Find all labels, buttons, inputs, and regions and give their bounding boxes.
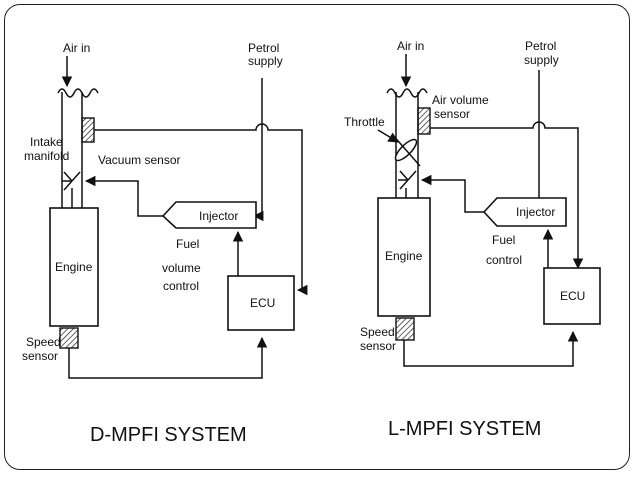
petrol-label-1: Petrol	[248, 41, 279, 55]
intake-label-1: Intake	[30, 135, 63, 149]
engine-label: Engine	[55, 260, 93, 274]
ecu-label: ECU	[250, 296, 275, 310]
l-mpfi-caption: L-MPFI SYSTEM	[388, 418, 542, 440]
air-volume-label-2: sensor	[434, 107, 470, 121]
injector-spray-right	[398, 170, 417, 190]
speed-sensor-element-right	[395, 317, 415, 341]
throttle-pointer	[377, 129, 399, 143]
fuel-label-2-right: control	[486, 253, 522, 267]
air-in-label-right: Air in	[397, 39, 424, 53]
injector-label: Injector	[199, 209, 238, 223]
petrol-line	[252, 78, 264, 222]
air-volume-label-1: Air volume	[432, 93, 489, 107]
vacuum-sensor-label: Vacuum sensor	[98, 153, 180, 167]
injector-fuel-line-right	[420, 174, 484, 213]
speed-label-1-right: Speed	[360, 325, 395, 339]
air-volume-sensor-element	[417, 107, 431, 135]
engine-box	[49, 207, 99, 327]
speed-label-2: sensor	[22, 349, 58, 363]
fuel-label-3: control	[163, 279, 199, 293]
injector-fuel-line	[84, 175, 163, 217]
speed-signal-line	[68, 336, 268, 379]
throttle-label: Throttle	[344, 115, 385, 129]
injector-box-right	[482, 197, 567, 227]
air-in-label: Air in	[63, 41, 90, 55]
fuel-label-1: Fuel	[176, 237, 199, 251]
ecu-box	[227, 275, 295, 331]
ecu-box-right	[543, 267, 601, 325]
vacuum-signal-line	[94, 123, 308, 296]
fuel-label-1-right: Fuel	[492, 233, 515, 247]
engine-box-right	[377, 197, 431, 317]
petrol-label-2-right: supply	[524, 53, 559, 67]
petrol-label-1-right: Petrol	[525, 39, 556, 53]
d-mpfi-caption: D-MPFI SYSTEM	[90, 424, 247, 446]
d-mpfi-diagram: Air in Petrol supply Intake manifold Vac…	[22, 41, 308, 379]
speed-label-2-right: sensor	[360, 339, 396, 353]
air-in-wave	[57, 88, 99, 98]
ecu-label-right: ECU	[560, 289, 585, 303]
l-mpfi-diagram: Air in Petrol supply Throttle Air volume…	[344, 39, 601, 367]
air-in-wave-right	[386, 88, 428, 98]
engine-label-right: Engine	[385, 249, 423, 263]
injector-label-right: Injector	[516, 205, 555, 219]
speed-label-1: Speed	[26, 335, 61, 349]
speed-sensor-element	[59, 327, 79, 349]
air-volume-signal-line	[430, 121, 584, 270]
petrol-line-right	[538, 70, 566, 213]
slide-frame	[4, 4, 630, 470]
injector-spray	[62, 171, 81, 191]
injector-box	[161, 201, 257, 229]
petrol-label-2: supply	[248, 54, 283, 68]
vacuum-sensor-element	[81, 117, 95, 143]
speed-signal-line-right	[403, 330, 579, 367]
intake-label-2: manifold	[24, 149, 69, 163]
fuel-label-2: volume	[162, 261, 201, 275]
